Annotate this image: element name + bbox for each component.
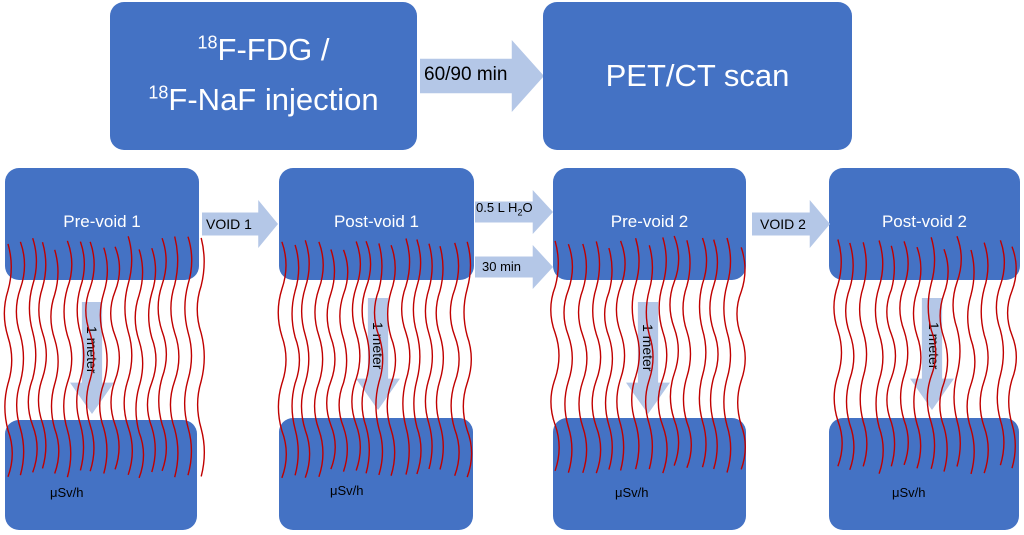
measurement-box-1 — [5, 420, 197, 530]
water-label-prefix: 0.5 L H — [476, 200, 518, 215]
radiation-line — [196, 237, 206, 477]
unit-label-2: μSv/h — [330, 483, 364, 498]
delay-label: 60/90 min — [424, 64, 508, 85]
measurement-box-3 — [553, 418, 746, 530]
water-label: 0.5 L H2O — [476, 200, 533, 218]
water-label-subscript: 2 — [517, 207, 523, 218]
measurement-box-2 — [279, 418, 473, 530]
wait-label: 30 min — [482, 259, 522, 274]
unit-label-4: μSv/h — [892, 485, 926, 500]
stage-title: Pre-void 1 — [63, 212, 141, 231]
injection-text-2: F-NaF injection — [168, 82, 379, 117]
injection-box: 18F-FDG / 18F-NaF injection — [110, 2, 417, 150]
isotope-mass-number-2: 18 — [148, 82, 169, 103]
distance-label-4: 1 meter — [926, 322, 942, 370]
isotope-mass-number-1: 18 — [197, 32, 218, 53]
distance-label-3: 1 meter — [640, 324, 656, 372]
stage-box-post-void-2: Post-void 2 — [829, 168, 1020, 280]
stage-box-pre-void-2: Pre-void 2 — [553, 168, 746, 280]
stage-title: Post-void 2 — [881, 212, 968, 231]
injection-text-1: F-FDG / — [217, 32, 330, 67]
unit-label-3: μSv/h — [615, 485, 649, 500]
distance-label-2: 1 meter — [370, 322, 386, 370]
water-label-suffix: O — [522, 200, 533, 215]
stage-title: Pre-void 2 — [610, 212, 689, 231]
void-2-label: VOID 2 — [760, 216, 806, 232]
injection-line-1: 18F-FDG / — [110, 32, 417, 68]
void-1-label: VOID 1 — [206, 216, 252, 232]
stage-box-post-void-1: Post-void 1 — [279, 168, 474, 280]
injection-line-2: 18F-NaF injection — [110, 82, 417, 118]
measurement-box-4 — [829, 418, 1019, 530]
stage-box-pre-void-1: Pre-void 1 — [5, 168, 199, 280]
scan-box: PET/CT scan — [543, 2, 852, 150]
distance-label-1: 1 meter — [84, 326, 100, 374]
scan-label: PET/CT scan — [605, 58, 790, 93]
stage-title: Post-void 1 — [333, 212, 420, 231]
unit-label-1: μSv/h — [50, 485, 84, 500]
